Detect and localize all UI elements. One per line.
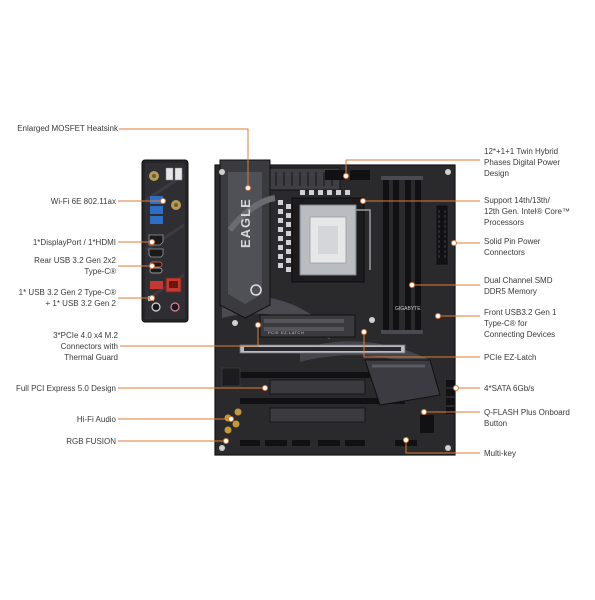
board-model-mark: EAGLE [238, 198, 253, 248]
vrm-choke [286, 249, 291, 254]
vrm-choke [278, 200, 283, 205]
cpu-socket [291, 197, 371, 283]
label-solid-pin-power: Solid Pin Power Connectors [484, 237, 541, 257]
label-front-usb: Front USB3.2 Gen 1 Type-C® for Connectin… [484, 308, 557, 339]
wifi-antenna-icon [149, 171, 181, 210]
vrm-choke [278, 236, 283, 241]
vrm-choke [278, 209, 283, 214]
vrm-choke [300, 190, 305, 195]
callout-line-m2 [120, 325, 259, 347]
vrm-choke [286, 204, 291, 209]
motherboard: EAGLE [214, 159, 456, 456]
label-sata: 4*SATA 6Gb/s [484, 384, 535, 393]
ethernet-port-icon [165, 277, 182, 293]
vrm-choke [278, 227, 283, 232]
vrm-choke [286, 258, 291, 263]
label-multikey: Multi-key [484, 449, 517, 458]
callout-line-mosfet [119, 128, 249, 188]
callout-line-vrm [345, 159, 480, 176]
ez-latch-mark: PCIE EZ-LATCH [268, 330, 304, 335]
vrm-choke [278, 263, 283, 268]
pcie-5-slot [239, 344, 406, 354]
label-cpu-support: Support 14th/13th/ 12th Gen. Intel® Core… [484, 196, 570, 227]
vrm-choke [318, 190, 323, 195]
vrm-choke [336, 190, 341, 195]
vrm-choke [286, 231, 291, 236]
atx-power-connector [435, 204, 449, 266]
mosfet-heatsink: EAGLE [219, 159, 341, 319]
vrm-choke [286, 267, 291, 272]
callout-line-multikey [405, 440, 480, 454]
label-wifi: Wi-Fi 6E 802.11ax [50, 197, 116, 206]
m2-thermal-guard: PCIE EZ-LATCH [259, 314, 356, 338]
label-m2: 3*PCIe 4.0 x4 M.2 Connectors with Therma… [53, 331, 118, 362]
chipset-heatsink: GIGABYTE [364, 306, 441, 406]
vrm-choke [345, 190, 350, 195]
label-usb-2x2: Rear USB 3.2 Gen 2x2 Type-C® [34, 256, 116, 276]
label-usb-gen2: 1* USB 3.2 Gen 2 Type-C® + 1* USB 3.2 Ge… [18, 288, 116, 308]
vrm-choke [278, 254, 283, 259]
callout-lines [118, 128, 480, 454]
callout-markers [149, 173, 459, 444]
label-hifi-audio: Hi-Fi Audio [76, 415, 116, 424]
vrm-choke [278, 218, 283, 223]
vrm-choke [278, 245, 283, 250]
vrm-chokes [278, 190, 350, 272]
maker-mark: GIGABYTE [395, 306, 421, 312]
vrm-choke [327, 190, 332, 195]
label-rgb-fusion: RGB FUSION [66, 437, 116, 446]
vrm-choke [286, 213, 291, 218]
callout-line-pcie-latch [363, 332, 480, 358]
usb-a-icon [150, 196, 163, 224]
label-pcie5: Full PCI Express 5.0 Design [15, 384, 116, 393]
label-qflash: Q-FLASH Plus Onboard Button [484, 408, 570, 428]
vrm-choke [286, 240, 291, 245]
label-displayport-hdmi: 1*DisplayPort / 1*HDMI [32, 238, 116, 247]
ddr5-memory-slots [381, 176, 423, 334]
label-ddr5: Dual Channel SMD DDR5 Memory [484, 276, 553, 296]
label-mosfet-heatsink: Enlarged MOSFET Heatsink [17, 124, 118, 133]
label-vrm-power: 12*+1+1 Twin Hybrid Phases Digital Power… [484, 147, 561, 178]
sata-ports [446, 380, 455, 414]
label-pcie-ez-latch: PCIe EZ-Latch [484, 353, 537, 362]
vrm-choke [286, 222, 291, 227]
vrm-choke [309, 190, 314, 195]
